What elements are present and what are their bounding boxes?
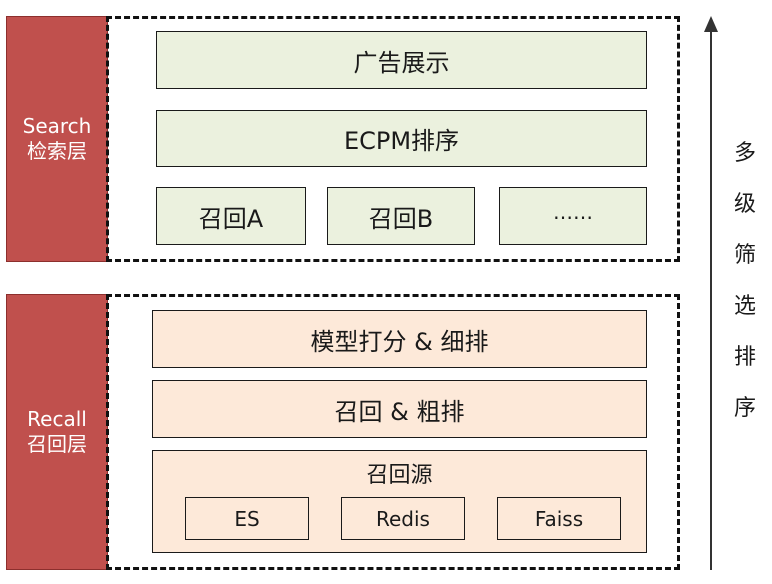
recall-sources-title: 召回源 [366, 463, 433, 488]
search-layer-frame [106, 16, 680, 262]
ad-display-box: 广告展示 [156, 31, 647, 89]
pipeline-arrow-line [710, 30, 712, 570]
search-layer-label-en: Search [22, 114, 92, 138]
pipeline-label-char: 级 [733, 192, 756, 217]
recall-layer-frame [106, 294, 680, 570]
search-layer-label-zh: 检索层 [27, 139, 87, 163]
recall-a-box: 召回A [156, 187, 306, 245]
pipeline-label-char: 排 [733, 345, 756, 370]
pipeline-label-char: 选 [733, 294, 756, 319]
model-score-box: 模型打分 & 细排 [152, 310, 647, 368]
pipeline-arrow-head [704, 16, 718, 32]
ecpm-sort-box: ECPM排序 [156, 110, 647, 167]
recall-layer-label-zh: 召回层 [27, 432, 87, 456]
recall-layer-band: Recall 召回层 [6, 294, 108, 570]
recall-coarse-box: 召回 & 粗排 [152, 380, 647, 438]
source-faiss-box: Faiss [497, 497, 621, 540]
more-recall-box: …… [499, 187, 647, 245]
source-es-box: ES [185, 497, 309, 540]
source-redis-box: Redis [341, 497, 465, 540]
search-layer-band: Search 检索层 [6, 16, 108, 262]
recall-layer-label-en: Recall [27, 407, 87, 431]
pipeline-label-char: 序 [733, 396, 756, 421]
recall-b-box: 召回B [327, 187, 475, 245]
pipeline-arrow-label: 多 级 筛 选 排 序 [731, 134, 759, 440]
pipeline-label-char: 多 [733, 141, 756, 166]
pipeline-label-char: 筛 [733, 243, 756, 268]
